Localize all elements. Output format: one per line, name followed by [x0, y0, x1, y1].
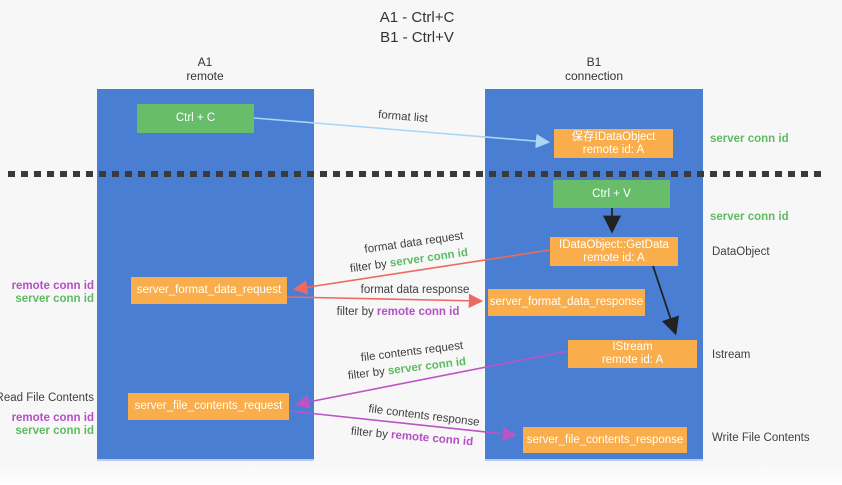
server-format-data-request-label: server_format_data_request — [136, 284, 282, 296]
server-format-data-response-box: server_format_data_response — [488, 289, 645, 316]
left-remote-conn-id-1: remote conn id — [11, 280, 94, 292]
label-format-data-response: format data response — [360, 284, 470, 296]
ctrl-c-label: Ctrl + C — [175, 112, 216, 124]
right-istream-label: Istream — [712, 349, 751, 361]
ctrl-v-label: Ctrl + V — [592, 187, 631, 200]
diagram-title: A1 - Ctrl+C B1 - Ctrl+V — [342, 8, 492, 48]
save-idataobject-line2: remote id: A — [582, 143, 645, 156]
right-server-conn-id-mid: server conn id — [710, 211, 789, 223]
label-format-list: format list — [377, 109, 429, 125]
server-format-data-request-box: server_format_data_request — [131, 277, 287, 304]
arrow-format-data-response — [286, 293, 484, 308]
column-a1-subtitle: remote — [186, 69, 224, 83]
left-server-conn-id-1: server conn id — [15, 293, 94, 305]
server-file-contents-request-box: server_file_contents_request — [128, 393, 289, 420]
ctrl-v-box: Ctrl + V — [553, 180, 670, 208]
server-format-data-response-label: server_format_data_response — [489, 296, 644, 308]
getdata-line2: remote id: A — [583, 251, 645, 264]
ctrl-c-box: Ctrl + C — [137, 104, 254, 133]
filter-remote-conn-id-1: remote conn id — [376, 306, 460, 318]
istream-line1: IStream — [612, 341, 653, 353]
column-a1-name: A1 — [197, 55, 213, 69]
left-remote-conn-id-2: remote conn id — [11, 412, 94, 424]
right-write-file-contents-label: Write File Contents — [712, 432, 810, 444]
title-line-b1: B1 - Ctrl+V — [380, 29, 454, 46]
save-idataobject-line1: 保存IDataObject — [571, 130, 656, 143]
bottom-fade — [0, 463, 842, 485]
server-file-contents-response-box: server_file_contents_response — [523, 427, 687, 453]
left-read-file-contents-label: Read File Contents — [0, 392, 94, 404]
column-b1-name: B1 — [586, 55, 602, 69]
save-idataobject-box: 保存IDataObject remote id: A — [554, 129, 673, 158]
istream-box: IStream remote id: A — [568, 340, 697, 368]
column-b1-subtitle: connection — [564, 69, 624, 83]
column-header-a1: A1 remote — [145, 55, 265, 83]
label-file-contents-response-filter: filter by remote conn id — [350, 425, 474, 449]
server-file-contents-response-label: server_file_contents_response — [526, 433, 684, 446]
right-dataobject-label: DataObject — [712, 246, 770, 258]
machine-boundary-dashed-line — [8, 171, 825, 177]
filter-remote-conn-id-2: remote conn id — [390, 429, 474, 449]
right-server-conn-id-top: server conn id — [710, 133, 789, 145]
getdata-line1: IDataObject::GetData — [559, 238, 669, 251]
column-header-b1: B1 connection — [534, 55, 654, 83]
left-server-conn-id-2: server conn id — [15, 425, 94, 437]
idataobject-getdata-box: IDataObject::GetData remote id: A — [550, 237, 678, 266]
label-file-contents-response: file contents response — [367, 403, 481, 429]
label-format-data-response-filter: filter by remote conn id — [336, 306, 460, 318]
istream-line2: remote id: A — [601, 354, 664, 366]
title-line-a1: A1 - Ctrl+C — [379, 9, 455, 26]
server-file-contents-request-label: server_file_contents_request — [134, 400, 283, 412]
